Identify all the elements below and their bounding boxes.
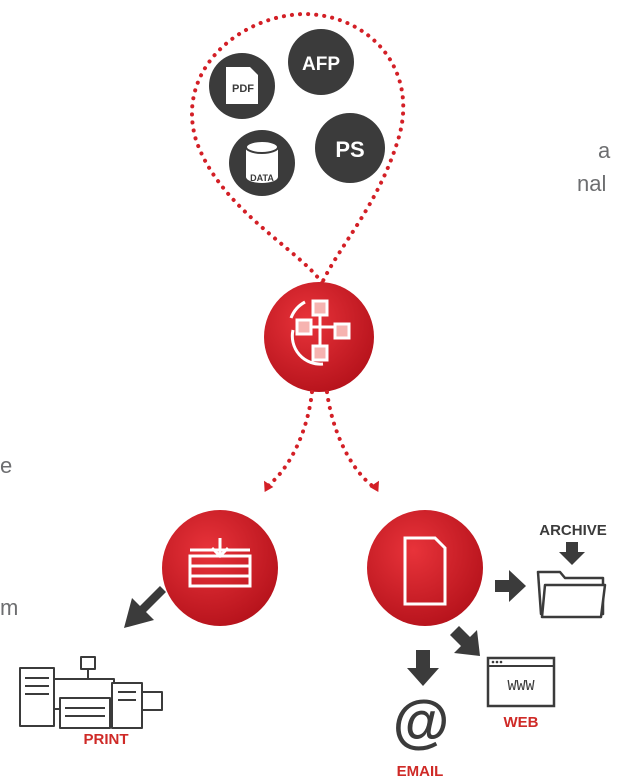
archive-label: ARCHIVE — [539, 522, 607, 539]
workflow-network-icon — [289, 299, 351, 366]
email-at-icon: @ — [393, 689, 450, 754]
ps-label: PS — [335, 137, 364, 162]
print-stack-icon — [188, 538, 252, 588]
text-fragment-1: a — [598, 138, 611, 163]
text-fragment-2: nal — [577, 171, 607, 196]
web-badge-text: WWW — [507, 678, 534, 695]
printer-icon — [19, 656, 163, 729]
browser-window-icon: WWW — [486, 656, 556, 708]
ps-circle: PS — [315, 113, 385, 183]
hub-node — [264, 282, 374, 392]
pdf-label: PDF — [232, 83, 254, 95]
connector-left — [263, 390, 314, 490]
text-fragment-3: e — [0, 453, 13, 478]
archive-down-arrow — [559, 542, 585, 565]
database-icon — [245, 140, 279, 183]
document-icon — [403, 536, 447, 606]
afp-circle: AFP — [288, 29, 354, 95]
arrow-to-web — [450, 626, 480, 656]
print-stack-node — [162, 510, 278, 626]
folder-icon — [536, 570, 607, 619]
arrow-to-print — [124, 586, 166, 628]
text-fragment-4: m — [0, 595, 19, 620]
afp-label: AFP — [302, 54, 340, 75]
pdf-circle: PDF — [209, 53, 275, 119]
arrowhead-left — [264, 480, 274, 492]
arrowhead-right — [369, 480, 379, 492]
arrow-to-archive — [495, 570, 526, 602]
web-label: WEB — [504, 714, 539, 731]
print-label: PRINT — [84, 731, 129, 748]
input-dotted-loop — [189, 11, 406, 285]
connector-right — [325, 390, 377, 490]
document-node — [367, 510, 483, 626]
arrow-to-email — [407, 650, 439, 686]
data-label: DATA — [250, 173, 274, 183]
data-circle: DATA — [229, 130, 295, 196]
email-label: EMAIL — [397, 763, 444, 780]
